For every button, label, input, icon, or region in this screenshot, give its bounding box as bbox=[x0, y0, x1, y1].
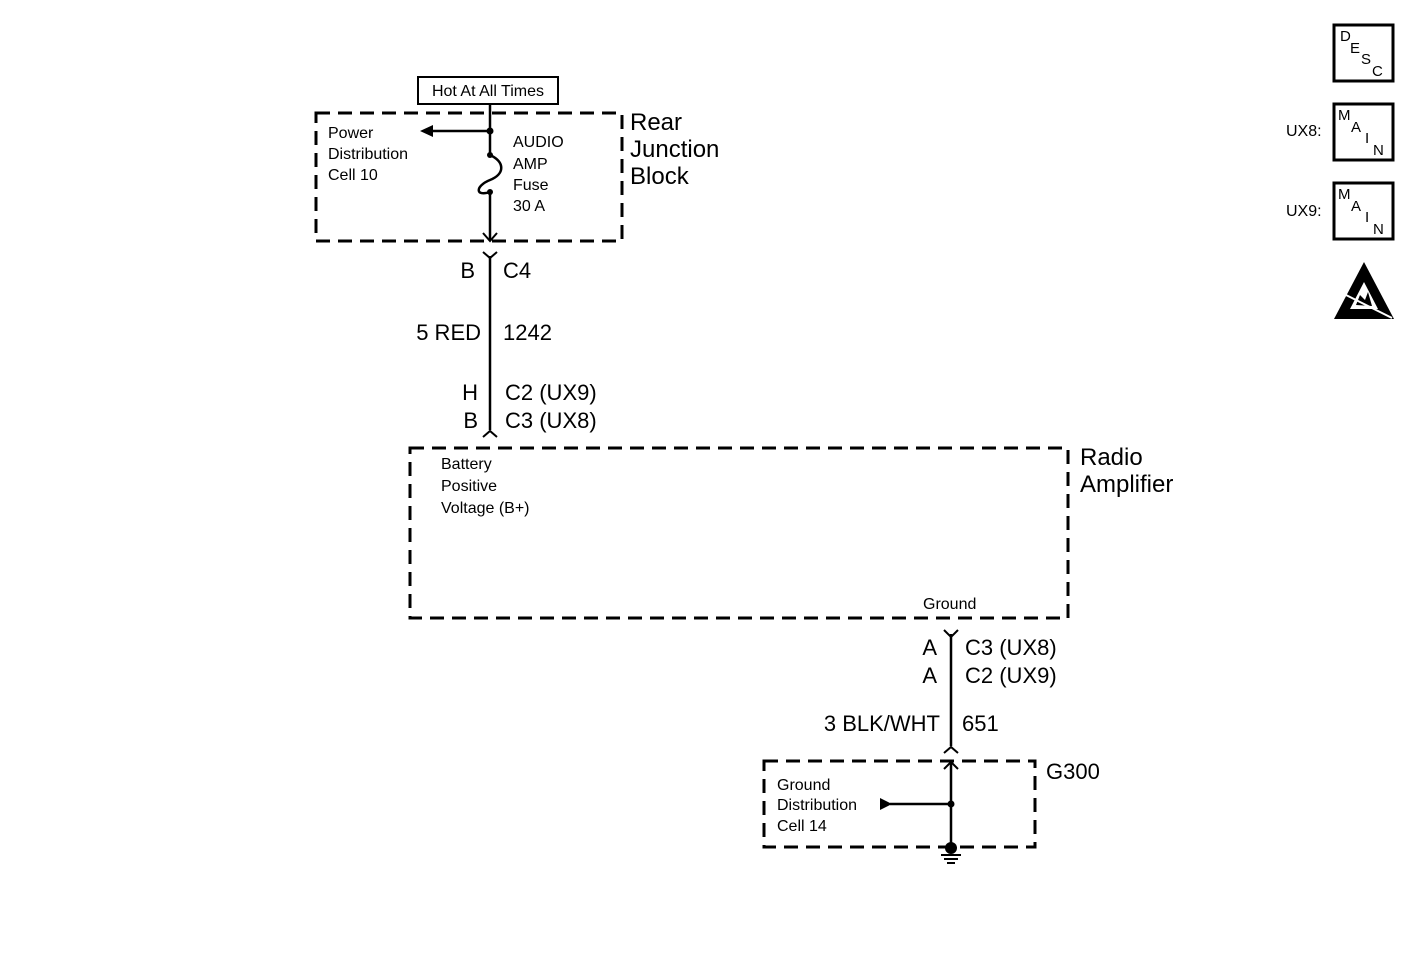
main-icon-button-ux8[interactable]: M A I N bbox=[1332, 102, 1395, 162]
fuse-icon bbox=[477, 153, 503, 195]
ground-distribution-label-1: Ground bbox=[777, 777, 830, 794]
desc-letter-s: S bbox=[1361, 51, 1371, 68]
rear-junction-block-title-3: Block bbox=[630, 163, 690, 190]
ground-pin-a-label-2: A bbox=[922, 663, 937, 688]
rear-junction-block-box bbox=[314, 111, 624, 243]
main-letter-n: N bbox=[1373, 142, 1384, 159]
ground-pin-a-label-1: A bbox=[922, 635, 937, 660]
connector-c2-c3-icon bbox=[482, 429, 498, 438]
radio-amplifier-title-2: Amplifier bbox=[1080, 471, 1173, 498]
fuse-label-4: 30 A bbox=[513, 198, 545, 215]
main-letter-m: M bbox=[1338, 107, 1351, 124]
desc-letter-e: E bbox=[1350, 40, 1360, 57]
c4-connector-label: C4 bbox=[503, 258, 531, 283]
wire-651-color: 3 BLK/WHT bbox=[824, 711, 940, 736]
amp-connector-c3-label: C3 (UX8) bbox=[505, 408, 597, 433]
main-letter-m: M bbox=[1338, 186, 1351, 203]
ground-connector-c3-label: C3 (UX8) bbox=[965, 635, 1057, 660]
fuse-label-1: AUDIO bbox=[513, 134, 564, 151]
g300-box bbox=[762, 759, 1037, 849]
wire-1242-color: 5 RED bbox=[416, 320, 481, 345]
ground-distribution-label-2: Distribution bbox=[777, 797, 857, 814]
c4-pin-label: B bbox=[460, 258, 475, 283]
fuse-label-3: Fuse bbox=[513, 177, 549, 194]
connector-arrow-icon bbox=[482, 232, 498, 243]
connector-g300-icon bbox=[943, 745, 959, 754]
esd-warning-icon bbox=[1334, 262, 1394, 319]
main-letter-i: I bbox=[1365, 130, 1369, 147]
desc-icon-button[interactable]: D E S C bbox=[1332, 23, 1395, 83]
rear-junction-block-title-1: Rear bbox=[630, 109, 682, 136]
main-icon-button-ux9[interactable]: M A I N bbox=[1332, 181, 1395, 241]
ux8-label: UX8: bbox=[1286, 123, 1322, 140]
bplus-label-3: Voltage (B+) bbox=[441, 500, 530, 517]
amp-pin-h-label: H bbox=[462, 380, 478, 405]
amp-connector-c2-label: C2 (UX9) bbox=[505, 380, 597, 405]
bplus-label-1: Battery bbox=[441, 456, 492, 473]
main-letter-a: A bbox=[1351, 119, 1361, 136]
fuse-label-2: AMP bbox=[513, 156, 548, 173]
wire-1242-circuit: 1242 bbox=[503, 320, 552, 345]
bplus-label-2: Positive bbox=[441, 478, 497, 495]
ground-distribution-label-3: Cell 14 bbox=[777, 818, 827, 835]
power-distribution-label-2: Distribution bbox=[328, 146, 408, 163]
power-distribution-label-3: Cell 10 bbox=[328, 167, 378, 184]
amp-ground-label: Ground bbox=[923, 596, 976, 613]
wire-651-circuit: 651 bbox=[962, 711, 999, 736]
desc-letter-c: C bbox=[1372, 63, 1383, 80]
ground-connector-c2-label: C2 (UX9) bbox=[965, 663, 1057, 688]
arrow-left-icon bbox=[420, 125, 433, 137]
amp-pin-b-label: B bbox=[463, 408, 478, 433]
ground-point-dot bbox=[945, 842, 957, 854]
radio-amplifier-box bbox=[408, 446, 1070, 620]
hot-at-all-times-box bbox=[417, 76, 559, 105]
rear-junction-block-title-2: Junction bbox=[630, 136, 719, 163]
ground-symbol-icon bbox=[941, 854, 961, 864]
ux9-label: UX9: bbox=[1286, 203, 1322, 220]
hot-at-all-times-label: Hot At All Times bbox=[432, 83, 544, 100]
radio-amplifier-title-1: Radio bbox=[1080, 444, 1143, 471]
main-letter-n: N bbox=[1373, 221, 1384, 238]
main-letter-a: A bbox=[1351, 198, 1361, 215]
power-distribution-label-1: Power bbox=[328, 125, 374, 142]
arrow-left-icon bbox=[880, 798, 892, 810]
main-letter-i: I bbox=[1365, 209, 1369, 226]
g300-title: G300 bbox=[1046, 759, 1100, 784]
desc-letter-d: D bbox=[1340, 28, 1351, 45]
